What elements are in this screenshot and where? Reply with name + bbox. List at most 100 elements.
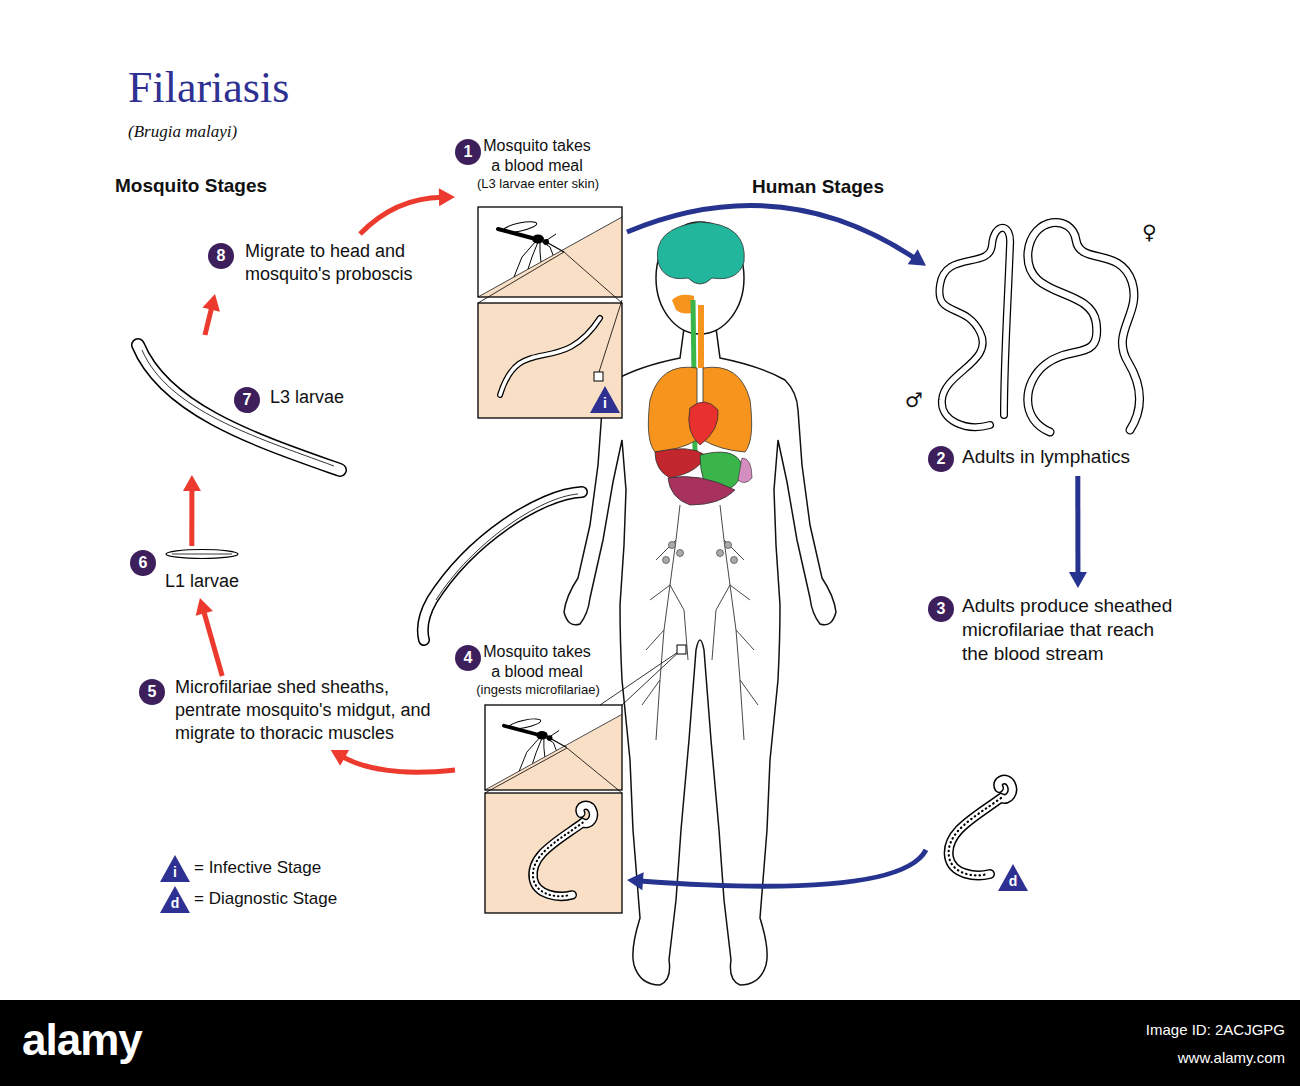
text-slot: ♀ [1140, 220, 1159, 244]
legend-markers [160, 855, 190, 913]
cycle-stage: 4Mosquito takes a blood meal(ingests mic… [455, 642, 627, 916]
cycle-arrow [331, 750, 455, 772]
trachea [698, 305, 704, 368]
kidney [738, 458, 752, 483]
microfilaria [949, 780, 1028, 891]
stage-marker: i [160, 864, 190, 880]
cycle-arrow [183, 475, 201, 546]
lymphatic-vessels [642, 505, 758, 740]
watermark-url: www.alamy.com [1085, 1048, 1285, 1068]
arrow-head [627, 872, 644, 890]
step-text: L1 larvae [165, 570, 239, 592]
arrow-line [189, 488, 194, 546]
stage-marker: d [998, 873, 1028, 889]
infective-marker [590, 386, 620, 413]
step-number: 7 [234, 387, 260, 413]
text-slot: 3 [928, 596, 954, 622]
text-slot: i [590, 395, 620, 411]
text-slot: d [160, 895, 190, 911]
text-slot: 2 [928, 446, 954, 472]
step-text: Microfilariae shed sheaths, pentrate mos… [175, 676, 437, 745]
cycle-arrow [1069, 476, 1087, 588]
arrow-line [360, 197, 442, 234]
text-slot: 7 [234, 387, 260, 413]
text-slot: Adults in lymphatics [962, 445, 1130, 469]
text-slot: ♂ [903, 388, 925, 412]
cycle-arrow [202, 294, 219, 335]
text-slot: Mosquito takes a blood meal [480, 136, 594, 176]
text-slot: Microfilariae shed sheaths, pentrate mos… [175, 676, 437, 745]
cycle-stage: 6 L1 larvae [128, 546, 244, 598]
intestine [668, 477, 735, 506]
stage-marker: d [160, 895, 190, 911]
heart [689, 402, 718, 445]
cycle-arrow [196, 598, 223, 676]
text-slot: 6 [130, 550, 156, 576]
text-slot: Filariasis [128, 62, 289, 114]
arrow-head [908, 249, 926, 265]
text-slot: 1 [455, 139, 481, 165]
step-number: 2 [928, 446, 954, 472]
step-number: 1 [455, 139, 481, 165]
cycle-stage: 3 Adults produce sheathed microfilariae t… [926, 588, 1188, 894]
text-slot: (L3 larvae enter skin) [473, 176, 603, 192]
step-note: (L3 larvae enter skin) [473, 176, 603, 192]
arrow-head [183, 475, 201, 491]
step-number: 4 [455, 645, 481, 671]
cycle-stage: 7L3 larvae [130, 335, 362, 475]
text-slot: (ingests microfilariae) [473, 682, 603, 698]
arrow-head [331, 750, 349, 766]
text-slot: Adults produce sheathed microfilariae th… [962, 594, 1180, 666]
text-slot: i [160, 864, 190, 880]
liver [655, 449, 705, 478]
text-slot: 8 [208, 243, 234, 269]
l1-larva [166, 550, 238, 559]
lymph-nodes [663, 542, 738, 564]
step-text: Migrate to head and mosquito's proboscis [245, 240, 450, 286]
arrow-line [203, 610, 222, 676]
text-slot: 5 [139, 679, 165, 705]
step-number: 5 [139, 679, 165, 705]
cycle-stage: 2 Adults in lymphatics [926, 205, 1146, 476]
text-slot: (Brugia malayi) [128, 122, 237, 142]
diagnostic-marker [998, 864, 1028, 891]
text-slot: = Diagnostic Stage [194, 888, 337, 910]
watermark-band [0, 1000, 1300, 1086]
arrow-line [627, 206, 915, 259]
section-heading: Human Stages [752, 175, 884, 199]
sex-symbol: ♀ [1140, 220, 1159, 244]
text-slot: L1 larvae [165, 570, 239, 592]
cycle-stage: 5 Microfilariae shed sheaths, pentrate mo… [138, 676, 441, 750]
arrow-line [1075, 476, 1080, 575]
cycle-arrow [360, 188, 455, 234]
arrow-head [439, 188, 455, 206]
sex-symbol: ♂ [903, 388, 925, 412]
legend-text: = Diagnostic Stage [194, 888, 337, 910]
cycle-stage: 8 Migrate to head and mosquito's probosci… [208, 234, 458, 294]
arrow-head [196, 598, 213, 616]
arrow-line [640, 850, 926, 886]
step-number: 8 [208, 243, 234, 269]
cycle-stage: 1Mosquito takes a blood meal(L3 larvae e… [455, 136, 627, 420]
arrow-head [202, 294, 219, 312]
text-slot: Migrate to head and mosquito's proboscis [245, 240, 450, 286]
bite-site-top [478, 207, 622, 418]
text-slot: = Infective Stage [194, 857, 321, 879]
diagram-title: Filariasis [128, 62, 289, 114]
step-number: 6 [130, 550, 156, 576]
step-text: Mosquito takes a blood meal [480, 136, 594, 176]
l3-larva-large [423, 492, 582, 640]
text-slot: d [998, 873, 1028, 889]
text-slot: alamy [22, 1014, 142, 1066]
step-number: 3 [928, 596, 954, 622]
text-slot: Image ID: 2ACJGPG [1085, 1020, 1285, 1040]
arrow-line [205, 306, 212, 335]
text-slot: 4 [455, 645, 481, 671]
arrow-line [342, 756, 455, 772]
brain [657, 222, 744, 284]
text-slot: Mosquito takes a blood meal [480, 642, 594, 682]
cycle-arrow [627, 206, 926, 266]
